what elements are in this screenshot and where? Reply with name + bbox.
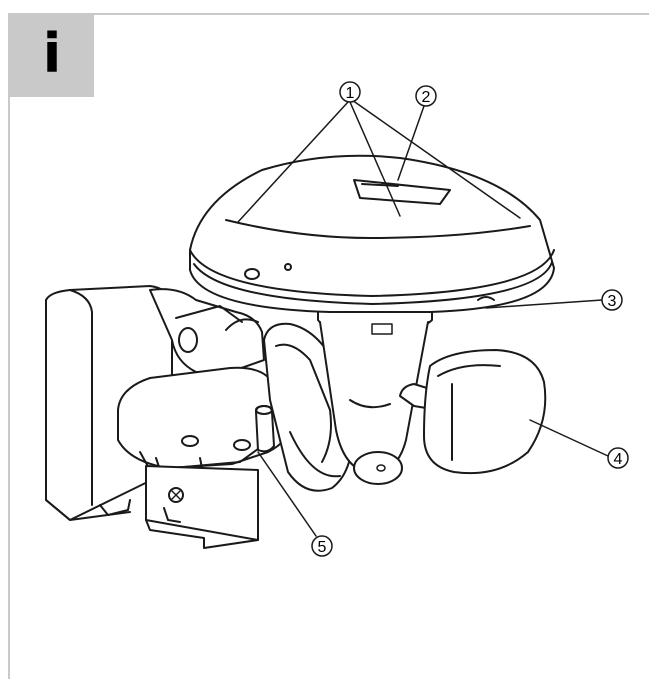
sensor-dome [189, 154, 555, 313]
svg-text:1: 1 [346, 85, 355, 102]
callout-4: 4 [607, 447, 629, 469]
mounting-arm [149, 288, 265, 373]
terminal-box [145, 465, 259, 549]
frame-left-border [8, 13, 10, 679]
svg-text:2: 2 [422, 89, 431, 106]
svg-text:3: 3 [608, 293, 617, 310]
svg-text:5: 5 [318, 539, 327, 556]
svg-text:4: 4 [614, 451, 623, 468]
mounting-post [255, 405, 275, 453]
callout-5: 5 [311, 535, 333, 557]
info-badge: i [10, 15, 94, 97]
leader-lines [237, 99, 609, 537]
info-icon: i [42, 22, 62, 85]
frame-top-border [8, 13, 649, 15]
callout-2: 2 [415, 85, 437, 107]
callout-3: 3 [601, 289, 623, 311]
callout-1: 1 [339, 81, 361, 103]
right-spotlight [399, 349, 547, 475]
wall-bracket [45, 285, 173, 521]
